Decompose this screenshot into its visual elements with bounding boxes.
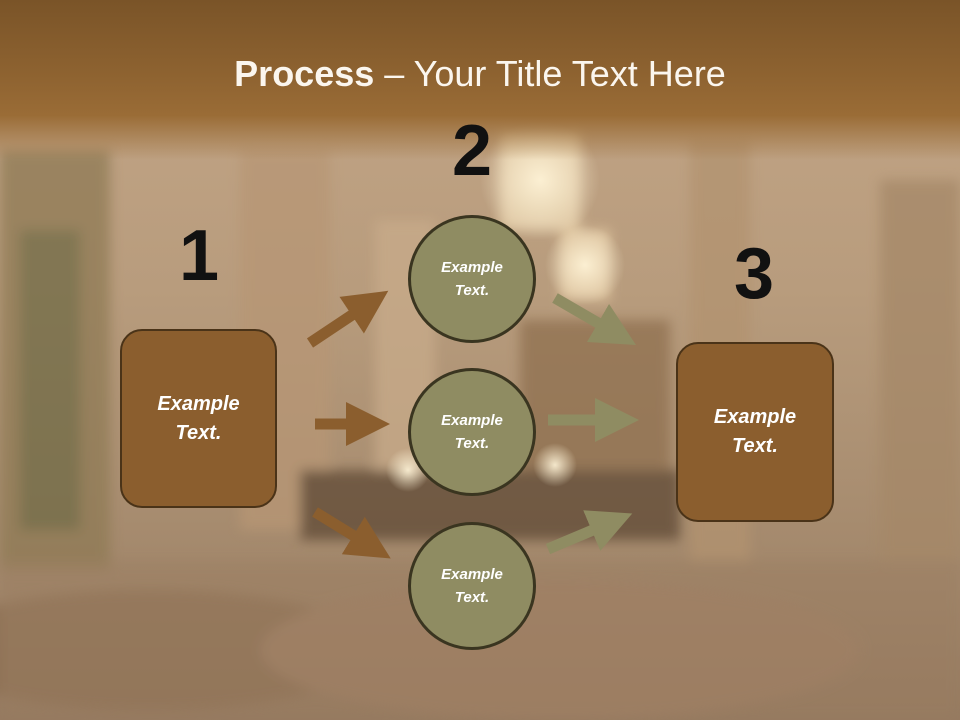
title-bold: Process (234, 53, 375, 94)
circle-bottom-label: Example Text. (441, 566, 503, 606)
left-box-label: Example Text. (157, 392, 240, 444)
step-number-1: 1 (178, 216, 220, 296)
slide-title: Process – Your Title Text Here (0, 52, 960, 96)
circle-top-label: Example Text. (441, 259, 503, 299)
step-number-3: 3 (733, 234, 775, 314)
arrow-from-bottom (545, 510, 633, 555)
step-number-2: 2 (451, 111, 493, 191)
header-band (0, 0, 960, 160)
circle-middle[interactable]: Example Text. (408, 368, 536, 496)
left-box[interactable]: Example Text. (120, 329, 277, 508)
arrow-to-top (306, 290, 389, 348)
title-rest: – Your Title Text Here (374, 53, 726, 94)
arrow-from-top (552, 293, 637, 346)
arrow-to-bottom (312, 507, 391, 559)
circle-bottom[interactable]: Example Text. (408, 522, 536, 650)
circle-middle-label: Example Text. (441, 412, 503, 452)
right-box[interactable]: Example Text. (676, 342, 834, 522)
circle-top[interactable]: Example Text. (408, 215, 536, 343)
right-box-label: Example Text. (713, 406, 797, 457)
